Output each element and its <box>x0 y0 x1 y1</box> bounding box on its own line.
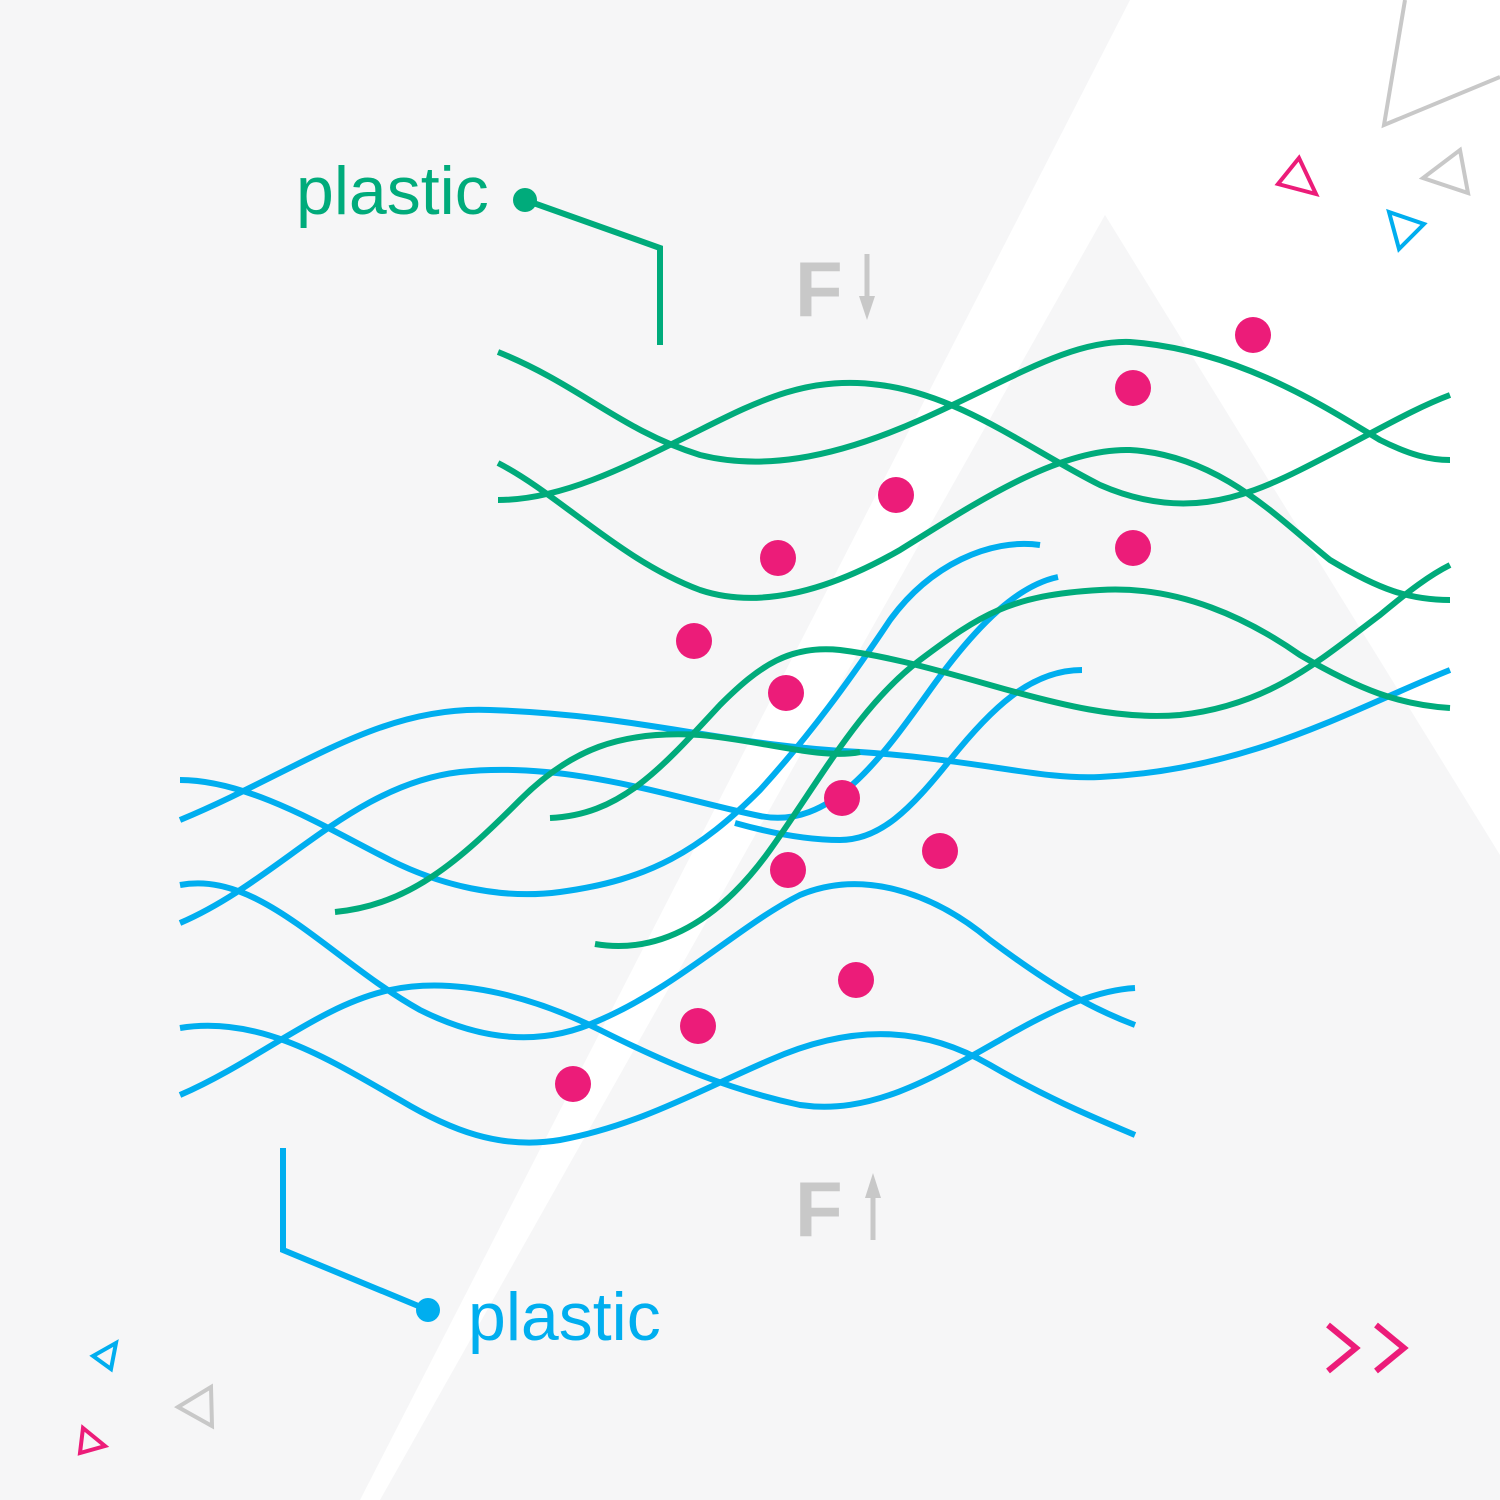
particle-dot <box>1235 317 1271 353</box>
triangle-blue-bottom <box>89 1339 119 1373</box>
triangle-gray-bottom <box>174 1383 215 1430</box>
bottom-fiber <box>179 541 1041 898</box>
bottom-plastic-fibers <box>178 541 1452 1146</box>
top-label-group: plastic <box>296 153 663 345</box>
particle-dot <box>1115 370 1151 406</box>
bottom-label: plastic <box>468 1279 661 1355</box>
top-fiber <box>594 586 1451 949</box>
top-fiber <box>334 731 861 915</box>
particle-dot <box>760 540 796 576</box>
bottom-label-leader <box>280 1148 430 1313</box>
bottom-fiber <box>179 880 1137 1041</box>
particle-dot <box>878 477 914 513</box>
top-label-dot <box>513 188 537 212</box>
particles <box>555 317 1271 1102</box>
top-fiber <box>496 446 1451 603</box>
background-band-lower-left <box>0 460 470 1500</box>
bottom-fiber <box>178 982 1136 1110</box>
triangle-large-gray <box>1381 0 1500 129</box>
decorative-triangles <box>77 0 1500 1456</box>
force-bottom: F <box>795 1165 881 1253</box>
particle-dot <box>768 675 804 711</box>
bottom-label-dot <box>416 1298 440 1322</box>
bottom-fiber <box>179 1022 1137 1146</box>
top-fiber <box>497 379 1452 507</box>
triangle-blue-top <box>1386 208 1428 253</box>
arrow-down-icon <box>859 254 875 320</box>
particle-dot <box>1115 530 1151 566</box>
particle-dot <box>680 1008 716 1044</box>
triangle-pink-top <box>1274 154 1320 198</box>
triangle-pink-bottom <box>77 1424 110 1456</box>
particle-dot <box>922 833 958 869</box>
top-plastic-fibers <box>334 338 1452 949</box>
particle-dot <box>555 1066 591 1102</box>
particle-dot <box>838 962 874 998</box>
force-top: F <box>795 245 875 333</box>
top-fiber <box>549 562 1452 821</box>
force-top-symbol: F <box>795 245 843 333</box>
particle-dot <box>824 780 860 816</box>
top-label: plastic <box>296 153 489 229</box>
particle-dot <box>770 852 806 888</box>
top-fiber <box>496 338 1451 465</box>
triangle-gray-top <box>1418 146 1471 196</box>
arrow-up-icon <box>865 1173 881 1240</box>
particle-dot <box>676 623 712 659</box>
bottom-label-group: plastic <box>280 1148 661 1355</box>
bottom-fiber <box>178 574 1059 926</box>
double-chevron-right-icon <box>1326 1322 1409 1374</box>
force-bottom-symbol: F <box>795 1165 843 1253</box>
next-button[interactable] <box>1318 1318 1414 1378</box>
top-label-leader <box>523 197 663 345</box>
